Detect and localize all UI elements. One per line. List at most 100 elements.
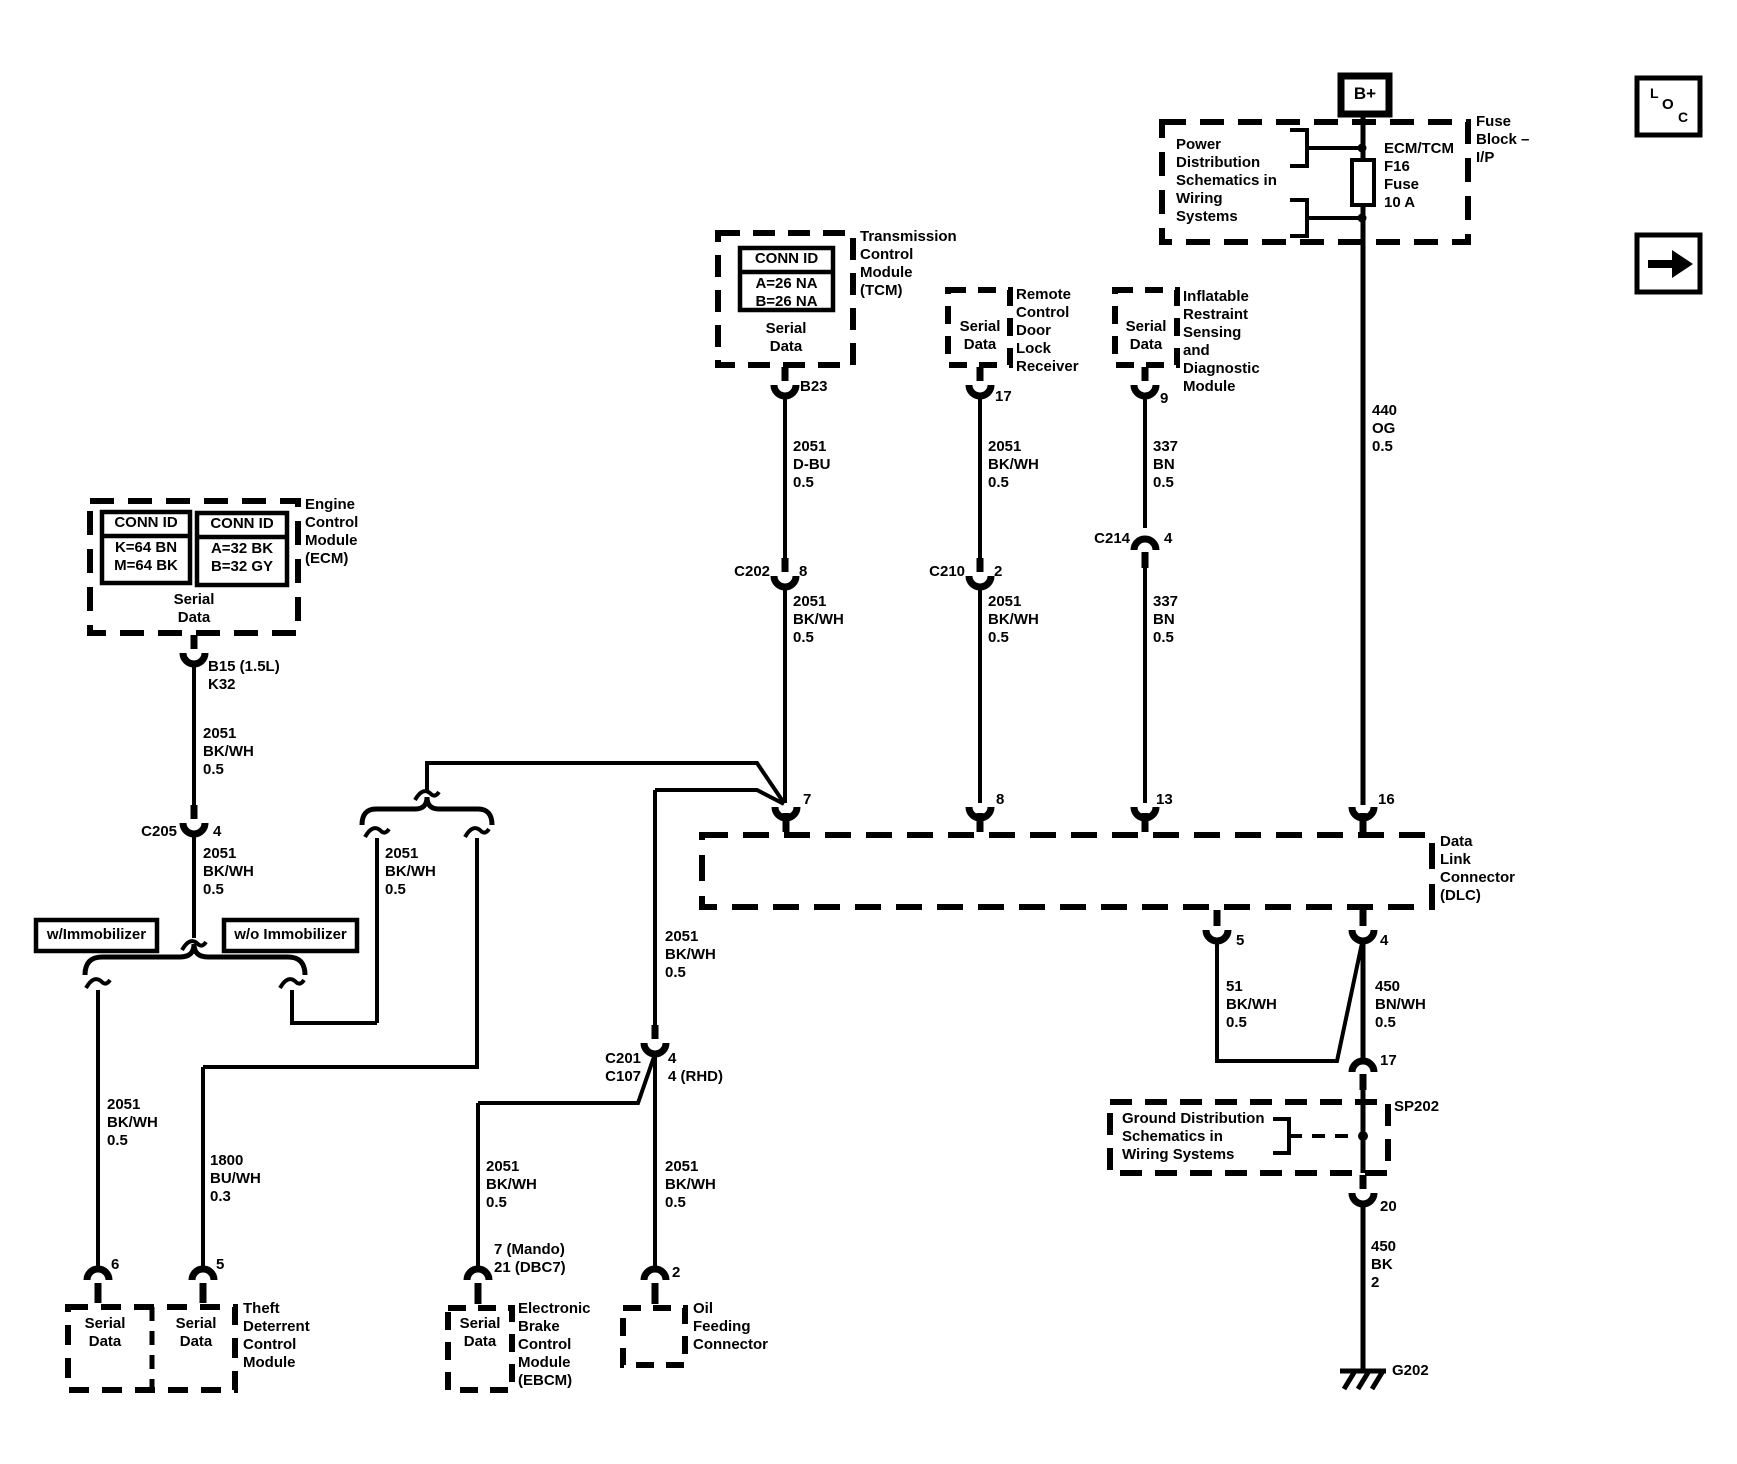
connector-c210-pin: 2 <box>994 563 1003 580</box>
splice-tick <box>180 939 208 952</box>
rcdlr-name: Remote Control Door Lock Receiver <box>1016 286 1079 375</box>
conn-theft-6 <box>83 1265 113 1303</box>
connector-c202-pin: 8 <box>799 563 808 580</box>
connector-c205: C205 <box>141 823 177 840</box>
oil-box <box>620 1305 688 1368</box>
conn-c214 <box>1130 535 1160 568</box>
tcm-name: Transmission Control Module (TCM) <box>860 228 957 299</box>
fuse-brackets <box>1290 128 1309 238</box>
wire-label-337-bn: 337 BN 0.5 <box>1153 438 1179 491</box>
with-immobilizer-box <box>33 917 160 954</box>
splice-tick <box>363 826 391 839</box>
ground-symbol <box>1340 1368 1386 1391</box>
junction-dot <box>1358 1131 1368 1141</box>
wire-label-2051-bkwh: 2051 BK/WH 0.5 <box>203 845 254 898</box>
wire-label-2051-bkwh: 2051 BK/WH 0.5 <box>203 725 254 778</box>
wire-label-450-bk: 450 BK 2 <box>1371 1238 1397 1291</box>
dlc-pin-4: 4 <box>1380 932 1389 949</box>
splice-tick <box>413 789 441 802</box>
ecm-pin-b15: B15 (1.5L) K32 <box>208 658 280 693</box>
conn-c201 <box>640 1025 670 1058</box>
conn-oil <box>640 1265 670 1304</box>
rcdlr-box <box>945 287 1013 368</box>
connector-c214: C214 <box>1094 530 1130 547</box>
conn-rcdlr-exit <box>965 367 995 400</box>
wire-label-1800-buwh: 1800 BU/WH 0.3 <box>210 1152 261 1205</box>
ecm-box <box>87 498 301 636</box>
ecm-name: Engine Control Module (ECM) <box>305 496 359 567</box>
sdm-name: Inflatable Restraint Sensing and Diagnos… <box>1183 288 1260 395</box>
conn-c202 <box>770 558 800 591</box>
conn-dlc-13 <box>1130 806 1160 832</box>
ecm-connid-rows-2: A=32 BK B=32 GY <box>210 540 274 575</box>
ebcm-serial-data: Serial Data <box>459 1315 501 1350</box>
splice-tick <box>84 977 112 990</box>
tcm-box <box>715 230 856 368</box>
wire-label-2051-bkwh: 2051 BK/WH 0.5 <box>665 928 716 981</box>
splice-brace <box>359 796 495 826</box>
tcm-connid-rows: A=26 NA B=26 NA <box>755 275 818 310</box>
conn-c210 <box>965 558 995 591</box>
ecm-connid-title-2: CONN ID <box>210 515 274 532</box>
wire-label-51-bkwh: 51 BK/WH 0.5 <box>1226 978 1277 1031</box>
conn-dlc-7 <box>771 806 801 832</box>
sp202-bracket <box>1273 1117 1291 1155</box>
conn-20 <box>1348 1175 1378 1208</box>
boxes-group <box>33 72 1703 1393</box>
loc-letter-o: O <box>1662 96 1674 113</box>
theft-pin-5: 5 <box>216 1256 225 1273</box>
braces-group <box>82 789 495 990</box>
dlc-pin-7: 7 <box>803 791 812 808</box>
fuse-bracket-lines <box>1307 146 1362 220</box>
dlc-pin-16: 16 <box>1378 791 1395 808</box>
connector-17: 17 <box>1380 1052 1397 1069</box>
wire-label-337-bn: 337 BN 0.5 <box>1153 593 1179 646</box>
conn-dlc-16 <box>1348 806 1378 832</box>
splice-tick <box>278 977 306 990</box>
conn-tcm-exit <box>770 367 800 400</box>
wire-label-2051-dbu: 2051 D-BU 0.5 <box>793 438 831 491</box>
dlc-name: Data Link Connector (DLC) <box>1440 833 1515 904</box>
wire-label-440-og: 440 OG 0.5 <box>1372 402 1398 455</box>
fuse-block-box <box>1159 119 1471 245</box>
dlc-pin-13: 13 <box>1156 791 1173 808</box>
tcm-connid-table <box>737 245 836 313</box>
wire-label-450-bnwh: 450 BN/WH 0.5 <box>1375 978 1426 1031</box>
ecm-connid-title-1: CONN ID <box>114 514 178 531</box>
dlc-pin-8: 8 <box>996 791 1005 808</box>
rcdlr-pin-17: 17 <box>995 388 1012 405</box>
conn-dlc-5 <box>1202 910 1232 945</box>
conn-theft-5 <box>188 1265 218 1303</box>
wire-mid-column <box>653 788 785 1268</box>
conn-17 <box>1348 1057 1378 1090</box>
dlc-pin-5: 5 <box>1236 932 1245 949</box>
wire-label-2051-bkwh: 2051 BK/WH 0.5 <box>988 438 1039 491</box>
ebcm-box <box>445 1305 515 1393</box>
wire-label-2051-bkwh: 2051 BK/WH 0.5 <box>793 593 844 646</box>
connector-c205-pin: 4 <box>213 823 222 840</box>
splice-sp202: SP202 <box>1394 1098 1440 1115</box>
connector-c210: C210 <box>929 563 965 580</box>
ecm-serial-data: Serial Data <box>173 591 215 626</box>
connector-c201-c107: C201 C107 <box>605 1050 641 1085</box>
junction-dot <box>1357 213 1367 223</box>
tcm-connid-title: CONN ID <box>754 250 819 267</box>
option-without-immobilizer: w/o Immobilizer <box>234 926 347 943</box>
loc-icon[interactable] <box>1634 75 1703 138</box>
conn-dlc-4 <box>1348 910 1378 945</box>
fuse-symbol <box>1350 158 1376 207</box>
dlc-box <box>699 832 1435 910</box>
theft-serial-data-left: Serial Data <box>84 1315 126 1350</box>
wire-label-2051-bkwh: 2051 BK/WH 0.5 <box>385 845 436 898</box>
connector-c201-pins: 4 4 (RHD) <box>668 1050 723 1085</box>
tcm-pin-b23: B23 <box>800 378 828 395</box>
oil-pin-2: 2 <box>672 1264 681 1281</box>
connector-symbols <box>83 367 1378 1304</box>
ecm-connid-rows-1: K=64 BN M=64 BK <box>114 539 178 574</box>
ecm-connid-table-2 <box>194 510 290 588</box>
connector-c214-pin: 4 <box>1164 530 1173 547</box>
connector-c202: C202 <box>734 563 770 580</box>
loc-letter-c: C <box>1678 109 1689 125</box>
